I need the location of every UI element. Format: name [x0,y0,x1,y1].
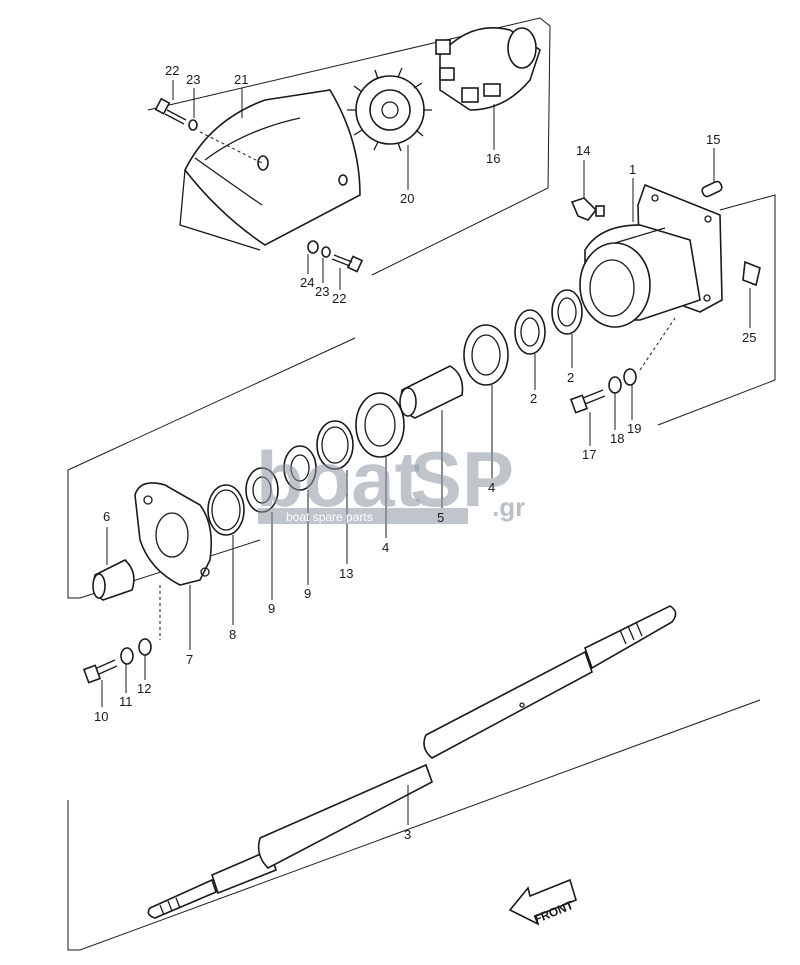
callout-8: 8 [229,627,236,642]
callout-22-bottom: 22 [332,291,346,306]
washer-part-24 [307,240,319,254]
callout-10: 10 [94,709,108,724]
callout-15: 15 [706,132,720,147]
callout-22-top: 22 [165,63,179,78]
clip-part-25 [742,260,761,287]
callout-4-left: 4 [382,540,389,555]
seal-part-9-left [245,467,279,513]
callout-19: 19 [627,421,641,436]
callout-5: 5 [437,510,444,525]
washer-part-23-bottom [321,246,331,258]
washer-part-12 [138,638,152,656]
callout-9-left: 9 [268,601,275,616]
callout-25: 25 [742,330,756,345]
bolt-part-22-bottom [331,254,364,273]
grease-fitting-part-14 [570,197,605,221]
washer-part-11 [120,647,134,665]
callout-24: 24 [300,275,314,290]
lower-group-border [67,699,761,951]
housing-part-1 [579,183,723,328]
o-ring-part-8 [207,484,245,536]
sleeve-part-5 [399,365,464,419]
callout-9-right: 9 [304,586,311,601]
bearing-part-2-right [551,289,583,335]
watermark: boat SP .gr boat spare parts [256,435,525,524]
callout-18: 18 [610,431,624,446]
callout-labels: 22 23 21 20 16 24 23 22 14 1 15 25 2 2 1… [94,63,756,842]
bearing-part-2-left [514,309,546,355]
bearing-part-4-right [463,324,509,386]
ring-part-13 [316,420,354,470]
watermark-suffix: .gr [492,492,525,522]
callout-6: 6 [103,509,110,524]
leader-lines [101,80,751,825]
callout-21: 21 [234,72,248,87]
bolt-part-22-top [154,97,187,125]
callout-1: 1 [629,162,636,177]
washer-part-19 [623,368,637,386]
washer-part-23-top [188,119,198,131]
watermark-tagline-bar [258,508,468,524]
callout-12: 12 [137,681,151,696]
callout-23-bottom: 23 [315,284,329,299]
cap-part-7 [134,482,213,586]
callout-11: 11 [119,694,133,709]
watermark-tagline: boat spare parts [286,510,373,524]
shaft-part-3 [147,605,677,919]
callout-20: 20 [400,191,414,206]
callout-2-left: 2 [530,391,537,406]
seal-part-9-right [283,445,317,491]
washer-part-18 [608,376,622,394]
callout-14: 14 [576,143,590,158]
bolt-part-10 [82,659,118,684]
callout-16: 16 [486,151,500,166]
bearing-part-4-left [355,392,405,458]
bolt-part-17 [569,389,606,414]
callout-4-right: 4 [488,480,495,495]
callout-23-top: 23 [186,72,200,87]
rotor-part-20 [347,67,432,152]
pin-part-15 [701,180,723,198]
assembly-center-lines [159,317,676,640]
front-direction-arrow: FRONT [508,878,577,926]
callout-2-right: 2 [567,370,574,385]
upper-group-border [147,17,551,276]
callout-7: 7 [186,652,193,667]
callout-13: 13 [339,566,353,581]
bushing-part-6 [92,559,135,601]
callout-3: 3 [404,827,411,842]
callout-17: 17 [582,447,596,462]
coupling-part-16 [435,27,541,111]
cover-part-21 [179,89,361,251]
